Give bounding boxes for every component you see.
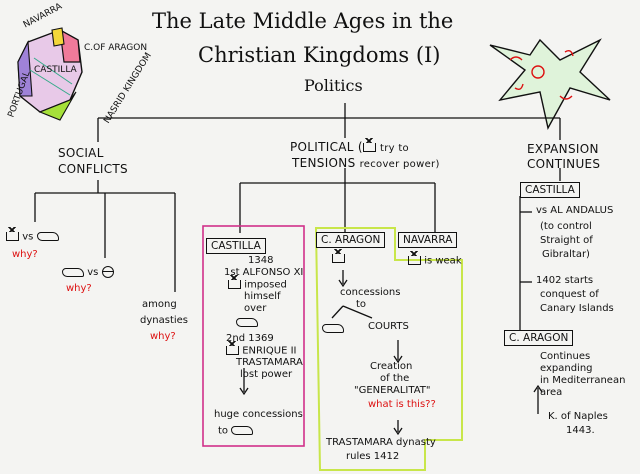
navarra-weak: is weak xyxy=(408,251,462,267)
branch-social-line1: SOCIAL xyxy=(58,146,104,160)
branch-political-line2: TENSIONS recover power) xyxy=(292,156,440,170)
aragon-generalitat: "GENERALITAT" xyxy=(354,385,431,396)
map-label-castilla: CASTILLA xyxy=(34,65,77,75)
iberia-map-icon xyxy=(17,27,83,121)
why-note-2: why? xyxy=(66,283,92,294)
exp-canary: Canary Islands xyxy=(540,303,614,314)
exp-straight: Straight of xyxy=(540,235,593,246)
subtitle: Politics xyxy=(304,76,363,95)
exp-area: area xyxy=(540,387,563,398)
why-note-1: why? xyxy=(12,249,38,260)
nobility-icon xyxy=(36,232,59,241)
castilla-himself: himself xyxy=(244,291,281,302)
social-among-2: dynasties xyxy=(140,315,189,326)
castilla-lost-power: lost power xyxy=(240,369,293,380)
castilla-imposed: imposed xyxy=(228,275,287,291)
branch-expansion-line2: CONTINUES xyxy=(527,157,601,171)
box-castilla: CASTILLA xyxy=(206,238,266,254)
exp-vs-alandalus: vs AL ANDALUS xyxy=(536,205,614,216)
crown-icon xyxy=(6,227,19,241)
crown-icon xyxy=(332,249,345,265)
nobility-icon xyxy=(322,324,344,335)
box-expansion-castilla: CASTILLA xyxy=(520,182,580,198)
castilla-trastamara: TRASTAMARA xyxy=(236,357,303,368)
castilla-1348: 1348 xyxy=(248,255,274,266)
nobility-icon xyxy=(231,426,254,435)
branch-expansion-line1: EXPANSION xyxy=(527,142,599,156)
aragon-creation: Creation xyxy=(370,361,413,372)
castilla-1369: 2nd 1369 xyxy=(226,333,274,344)
exp-conquest: conquest of xyxy=(540,289,599,300)
branch-political-line1: POLITICAL ( try to xyxy=(290,138,409,154)
social-nobles-vs-church: vs xyxy=(62,266,114,279)
castilla-over: over xyxy=(244,303,267,314)
nobility-icon xyxy=(62,267,84,277)
aragon-what-note: what is this?? xyxy=(368,399,436,410)
exp-1402: 1402 starts xyxy=(536,275,594,286)
social-king-vs-nobles: vs xyxy=(6,227,59,243)
church-cross-icon xyxy=(101,266,114,278)
aragon-rules-1412: rules 1412 xyxy=(346,451,400,462)
aragon-concessions: concessions xyxy=(340,287,401,298)
social-among-1: among xyxy=(142,299,177,310)
crown-icon xyxy=(226,341,239,355)
exp-expanding: expanding xyxy=(540,363,593,374)
crown-icon xyxy=(408,251,421,265)
castilla-enrique: ENRIQUE II xyxy=(226,341,296,357)
aragon-of-the: of the xyxy=(380,373,410,384)
aragon-to: to xyxy=(356,299,367,310)
castilla-alfonso: 1st ALFONSO XI xyxy=(224,267,304,278)
why-note-3: why? xyxy=(150,331,176,342)
exp-gibraltar: Gibraltar) xyxy=(542,249,590,260)
crown-icon xyxy=(228,275,241,289)
map-label-aragon: C.OF ARAGON xyxy=(84,43,148,53)
title-line-1: The Late Middle Ages in the xyxy=(152,9,454,33)
box-expansion-aragon: C. ARAGON xyxy=(504,330,574,346)
nobility-icon xyxy=(236,318,258,329)
aragon-trastamara: TRASTAMARA dynasty xyxy=(326,437,436,448)
castilla-to: to xyxy=(218,426,254,437)
ornament-icon xyxy=(489,38,611,130)
exp-1443: 1443. xyxy=(566,425,595,436)
exp-mediterranean: in Mediterranean xyxy=(540,375,626,386)
crown-icon xyxy=(362,138,376,152)
exp-naples: K. of Naples xyxy=(548,411,608,422)
exp-continues: Continues xyxy=(540,351,591,362)
castilla-concessions: huge concessions xyxy=(214,409,303,420)
box-aragon: C. ARAGON xyxy=(316,232,386,248)
exp-to-control: (to control xyxy=(540,221,592,232)
box-navarra: NAVARRA xyxy=(398,232,458,248)
title-line-2: Christian Kingdoms (I) xyxy=(198,43,441,67)
aragon-courts: COURTS xyxy=(368,321,409,332)
branch-social-line2: CONFLICTS xyxy=(58,162,128,176)
